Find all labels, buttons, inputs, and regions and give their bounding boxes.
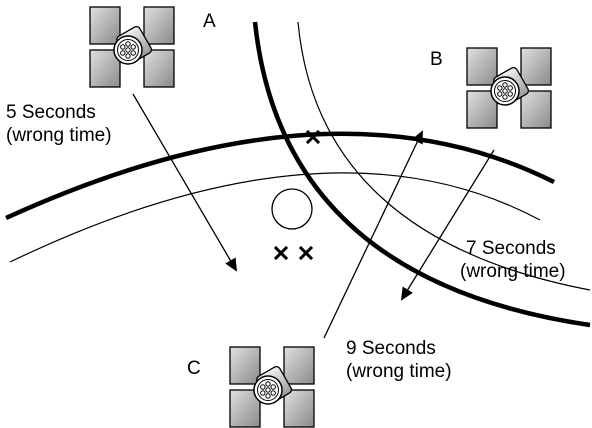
signal-arrow-b bbox=[400, 149, 495, 301]
range-band-b bbox=[297, 21, 591, 291]
true-position-circle bbox=[271, 188, 313, 230]
satellite-c-label: C bbox=[187, 358, 201, 379]
timing-c-line1: 9 Seconds bbox=[346, 338, 436, 359]
satellite-a-label: A bbox=[203, 11, 216, 32]
timing-a-line2: (wrong time) bbox=[6, 125, 112, 146]
cross-marker bbox=[298, 245, 314, 261]
timing-c-line2: (wrong time) bbox=[346, 361, 452, 382]
timing-b-line2: (wrong time) bbox=[460, 261, 566, 282]
timing-label-c: 9 Seconds (wrong time) bbox=[346, 338, 452, 382]
satellite-c-icon bbox=[229, 346, 315, 428]
timing-a-line1: 5 Seconds bbox=[6, 102, 96, 123]
signal-arrow-c bbox=[323, 130, 423, 339]
satellite-b-icon bbox=[466, 47, 552, 129]
satellite-a-icon bbox=[89, 6, 175, 88]
timing-b-line1: 7 Seconds bbox=[466, 238, 556, 259]
satellite-b-label: B bbox=[430, 49, 443, 70]
range-band-a bbox=[9, 172, 541, 263]
signal-arrows bbox=[132, 93, 495, 339]
range-arcs bbox=[5, 21, 591, 328]
cross-marker bbox=[273, 245, 289, 261]
timing-label-b: 7 Seconds (wrong time) bbox=[460, 238, 566, 282]
range-arc-b bbox=[252, 21, 591, 328]
range-arc-a bbox=[5, 131, 556, 221]
cross-marker bbox=[305, 129, 321, 145]
signal-arrow-a bbox=[132, 93, 238, 272]
timing-label-a: 5 Seconds (wrong time) bbox=[6, 102, 112, 146]
intersection-markers bbox=[273, 129, 321, 261]
